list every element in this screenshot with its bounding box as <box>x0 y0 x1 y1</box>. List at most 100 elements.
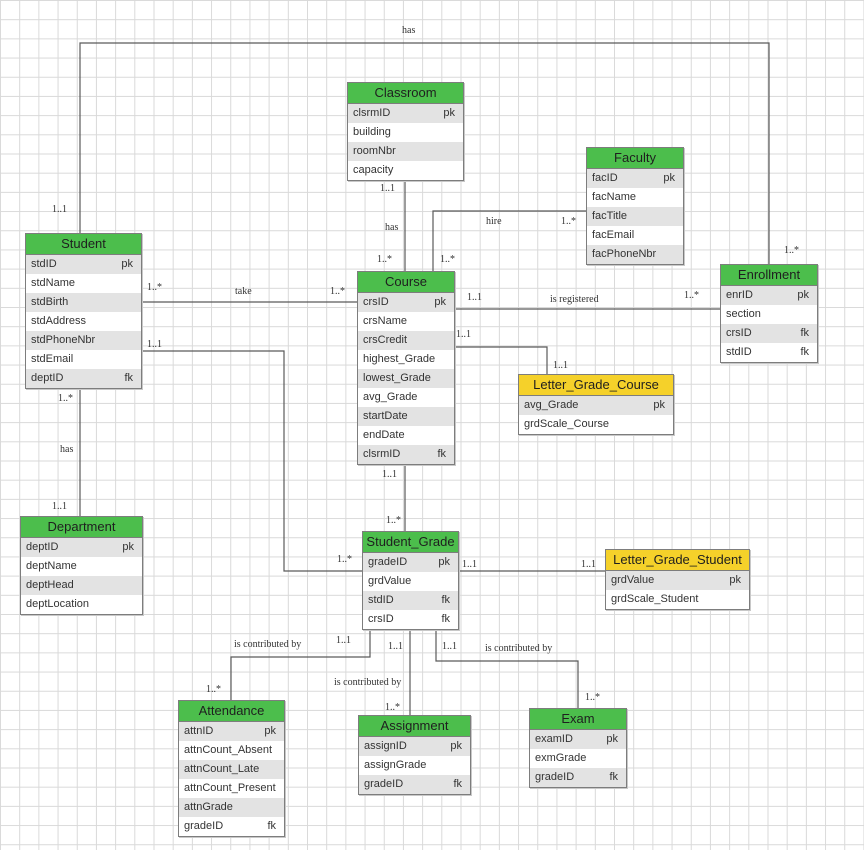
card-faculty-left: 1..* <box>561 216 576 227</box>
attribute-name: roomNbr <box>353 145 396 157</box>
attribute-key: fk <box>800 346 809 358</box>
assignment-title: Assignment <box>359 716 470 737</box>
attribute-name: crsID <box>726 327 752 339</box>
attribute-row: crsCredit <box>358 331 454 350</box>
attribute-row: deptName <box>21 557 142 576</box>
attribute-name: crsCredit <box>363 334 408 346</box>
card-course-take: 1..* <box>330 286 345 297</box>
attribute-key: fk <box>267 820 276 832</box>
card-sg-assign: 1..1 <box>388 641 403 652</box>
attribute-key: fk <box>800 327 809 339</box>
attribute-name: attnID <box>184 725 214 737</box>
card-enrollment-top: 1..* <box>784 245 799 256</box>
line-studentgrade-exam <box>435 628 579 708</box>
attribute-name: gradeID <box>184 820 224 832</box>
exam-title: Exam <box>530 709 626 730</box>
rel-label-contrib-assignment: is contributed by <box>334 677 402 688</box>
attendance-title: Attendance <box>179 701 284 722</box>
attribute-key: pk <box>121 258 133 270</box>
attribute-name: lowest_Grade <box>363 372 431 384</box>
line-faculty-course <box>432 210 586 271</box>
attribute-name: enrID <box>726 289 753 301</box>
line-student-studentgrade <box>141 350 362 572</box>
attribute-name: crsID <box>363 296 389 308</box>
attribute-name: assignGrade <box>364 759 427 771</box>
card-sg-top: 1..* <box>386 515 401 526</box>
rel-label-is-registered: is registered <box>550 294 599 305</box>
attribute-name: examID <box>535 733 573 745</box>
attribute-name: avg_Grade <box>363 391 418 403</box>
attribute-key: fk <box>441 594 450 606</box>
attribute-key: pk <box>443 107 455 119</box>
attribute-row: facName <box>587 188 683 207</box>
attribute-name: facPhoneNbr <box>592 248 657 260</box>
attribute-name: avg_Grade <box>524 399 579 411</box>
attribute-key: pk <box>438 556 450 568</box>
card-sg-right: 1..1 <box>462 559 477 570</box>
attribute-name: deptID <box>26 541 59 553</box>
student-title: Student <box>26 234 141 255</box>
attribute-key: fk <box>124 372 133 384</box>
attribute-name: exmGrade <box>535 752 587 764</box>
card-classroom-bottom: 1..1 <box>380 183 395 194</box>
attribute-row: exmGrade <box>530 749 626 768</box>
attribute-row: enrID pk <box>721 286 817 305</box>
classroom-title: Classroom <box>348 83 463 104</box>
attribute-name: stdID <box>726 346 752 358</box>
attribute-row: facEmail <box>587 226 683 245</box>
rel-label-take: take <box>235 286 252 297</box>
attribute-key: pk <box>797 289 809 301</box>
attribute-row: startDate <box>358 407 454 426</box>
rel-label-has-classroom: has <box>385 222 399 233</box>
attribute-row: grdScale_Course <box>519 415 673 434</box>
attribute-key: pk <box>264 725 276 737</box>
attribute-row: attnCount_Present <box>179 779 284 798</box>
attribute-row: grdScale_Student <box>606 590 749 609</box>
attribute-row: facTitle <box>587 207 683 226</box>
card-department-top: 1..1 <box>52 501 67 512</box>
attribute-row: attnID pk <box>179 722 284 741</box>
attribute-name: stdAddress <box>31 315 87 327</box>
attribute-name: facID <box>592 172 618 184</box>
card-lgs-left: 1..1 <box>581 559 596 570</box>
card-enrollment-reg: 1..* <box>684 290 699 301</box>
attribute-row: section <box>721 305 817 324</box>
attribute-name: stdEmail <box>31 353 74 365</box>
attribute-row: attnGrade <box>179 798 284 817</box>
attribute-key: pk <box>122 541 134 553</box>
attribute-name: deptLocation <box>26 598 89 610</box>
card-sg-exam: 1..1 <box>442 641 457 652</box>
attribute-name: section <box>726 308 761 320</box>
attribute-name: facName <box>592 191 637 203</box>
card-attendance-top: 1..* <box>206 684 221 695</box>
card-student-sg: 1..1 <box>147 339 162 350</box>
attribute-row: crsID fk <box>721 324 817 343</box>
attribute-name: gradeID <box>368 556 408 568</box>
line-studentgrade-attendance <box>230 628 371 700</box>
